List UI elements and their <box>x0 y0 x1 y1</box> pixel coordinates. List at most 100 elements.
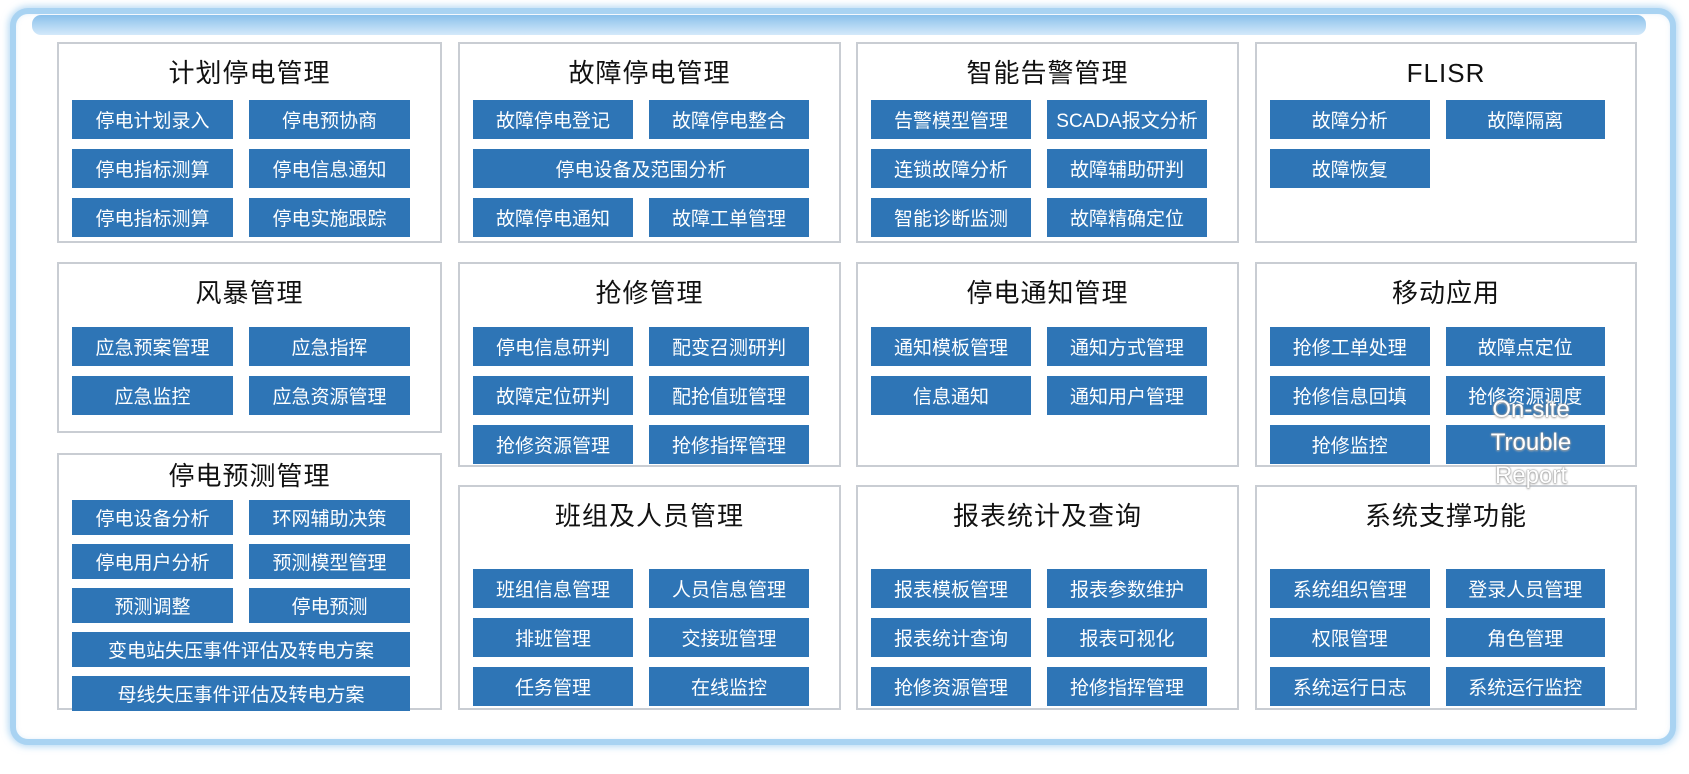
panel-title: 报表统计及查询 <box>952 501 1142 531</box>
module-button[interactable]: 故障分析 <box>1270 100 1430 139</box>
module-button[interactable]: 抢修指挥管理 <box>1047 667 1207 706</box>
module-button[interactable]: 在线监控 <box>649 667 809 706</box>
module-button[interactable]: 权限管理 <box>1270 618 1430 657</box>
module-button[interactable]: 通知模板管理 <box>871 327 1031 366</box>
module-button[interactable]: 停电信息研判 <box>473 327 633 366</box>
panel-repair-management: 抢修管理 停电信息研判配变召测研判故障定位研判配抢值班管理抢修资源管理抢修指挥管… <box>458 262 841 467</box>
module-button[interactable]: 通知方式管理 <box>1047 327 1207 366</box>
module-button[interactable]: 故障停电通知 <box>473 198 633 237</box>
module-button[interactable]: 停电用户分析 <box>72 544 233 579</box>
button-grid: 报表模板管理报表参数维护报表统计查询报表可视化抢修资源管理抢修指挥管理 <box>871 569 1207 706</box>
module-button[interactable]: 故障停电登记 <box>473 100 633 139</box>
button-grid: 故障分析故障隔离故障恢复 <box>1270 100 1605 188</box>
button-grid: 抢修工单处理故障点定位抢修信息回填抢修资源调度抢修监控 <box>1270 327 1605 464</box>
module-button[interactable]: 停电计划录入 <box>72 100 233 139</box>
panel-fault-outage-management: 故障停电管理 故障停电登记故障停电整合停电设备及范围分析故障停电通知故障工单管理 <box>458 42 841 243</box>
module-button[interactable]: 故障工单管理 <box>649 198 809 237</box>
panel-planned-outage-management: 计划停电管理 停电计划录入停电预协商停电指标测算停电信息通知停电指标测算停电实施… <box>57 42 442 243</box>
panel-title: 系统支撑功能 <box>1364 501 1527 531</box>
panel-title: 停电预测管理 <box>168 461 331 491</box>
panel-title: 抢修管理 <box>595 278 704 308</box>
module-button[interactable]: 抢修信息回填 <box>1270 376 1430 415</box>
panel-mobile-application: 移动应用 抢修工单处理故障点定位抢修信息回填抢修资源调度抢修监控 <box>1255 262 1637 467</box>
module-button[interactable]: 报表可视化 <box>1047 618 1207 657</box>
module-button[interactable]: 停电预测 <box>249 588 410 623</box>
module-button[interactable]: 连锁故障分析 <box>871 149 1031 188</box>
module-button[interactable]: 停电设备分析 <box>72 500 233 535</box>
module-button[interactable]: 交接班管理 <box>649 618 809 657</box>
module-button[interactable]: 故障恢复 <box>1270 149 1430 188</box>
button-grid: 班组信息管理人员信息管理排班管理交接班管理任务管理在线监控 <box>473 569 809 706</box>
button-grid: 通知模板管理通知方式管理信息通知通知用户管理 <box>871 327 1207 415</box>
button-grid: 告警模型管理 SCADA报文分析连锁故障分析故障辅助研判智能诊断监测故障精确定位 <box>871 100 1207 237</box>
module-button[interactable]: 停电实施跟踪 <box>249 198 410 237</box>
module-button[interactable]: 故障定位研判 <box>473 376 633 415</box>
module-button[interactable]: 应急监控 <box>72 376 233 415</box>
panel-intelligent-alarm-management: 智能告警管理 告警模型管理 SCADA报文分析连锁故障分析故障辅助研判智能诊断监测… <box>856 42 1239 243</box>
panel-title: FLISR <box>1406 58 1486 88</box>
module-button[interactable]: 人员信息管理 <box>649 569 809 608</box>
panel-title: 智能告警管理 <box>966 58 1129 88</box>
module-button[interactable]: 系统组织管理 <box>1270 569 1430 608</box>
module-button[interactable]: 通知用户管理 <box>1047 376 1207 415</box>
module-button[interactable]: 报表参数维护 <box>1047 569 1207 608</box>
panel-title: 故障停电管理 <box>568 58 731 88</box>
module-button[interactable]: 应急预案管理 <box>72 327 233 366</box>
module-button[interactable]: 报表模板管理 <box>871 569 1031 608</box>
panel-outage-forecast-management: 停电预测管理 停电设备分析环网辅助决策停电用户分析预测模型管理预测调整停电预测变… <box>57 453 442 711</box>
module-button[interactable]: 故障精确定位 <box>1047 198 1207 237</box>
module-button[interactable]: 抢修工单处理 <box>1270 327 1430 366</box>
button-grid: 故障停电登记故障停电整合停电设备及范围分析故障停电通知故障工单管理 <box>473 100 809 237</box>
panel-title: 风暴管理 <box>195 278 304 308</box>
blank-module-button[interactable] <box>1445 425 1605 464</box>
panel-title: 移动应用 <box>1391 278 1500 308</box>
module-button[interactable]: 故障点定位 <box>1445 327 1605 366</box>
module-button[interactable]: 配抢值班管理 <box>649 376 809 415</box>
module-button[interactable]: 预测模型管理 <box>249 544 410 579</box>
panel-flisr: FLISR 故障分析故障隔离故障恢复 <box>1255 42 1637 243</box>
panel-storm-management: 风暴管理 应急预案管理应急指挥应急监控应急资源管理 <box>57 262 442 433</box>
module-button[interactable]: 报表统计查询 <box>871 618 1031 657</box>
module-button[interactable]: 信息通知 <box>871 376 1031 415</box>
module-button[interactable]: 智能诊断监测 <box>871 198 1031 237</box>
module-button[interactable]: 系统运行日志 <box>1270 667 1430 706</box>
module-button[interactable]: 停电预协商 <box>249 100 410 139</box>
module-button[interactable]: 登录人员管理 <box>1445 569 1605 608</box>
button-grid: 停电信息研判配变召测研判故障定位研判配抢值班管理抢修资源管理抢修指挥管理 <box>473 327 809 464</box>
module-button[interactable]: 应急资源管理 <box>249 376 410 415</box>
module-button[interactable]: 角色管理 <box>1445 618 1605 657</box>
module-button[interactable]: SCADA报文分析 <box>1047 100 1207 139</box>
module-button[interactable]: 班组信息管理 <box>473 569 633 608</box>
module-button[interactable]: 抢修资源管理 <box>473 425 633 464</box>
module-button[interactable]: 故障辅助研判 <box>1047 149 1207 188</box>
module-button[interactable]: 故障停电整合 <box>649 100 809 139</box>
module-button[interactable]: 排班管理 <box>473 618 633 657</box>
module-button[interactable]: 配变召测研判 <box>649 327 809 366</box>
module-button[interactable]: 任务管理 <box>473 667 633 706</box>
panel-report-statistics-query: 报表统计及查询 报表模板管理报表参数维护报表统计查询报表可视化抢修资源管理抢修指… <box>856 485 1239 710</box>
module-button[interactable]: 应急指挥 <box>249 327 410 366</box>
module-button[interactable]: 母线失压事件评估及转电方案 <box>72 676 410 711</box>
module-button[interactable]: 变电站失压事件评估及转电方案 <box>72 632 410 667</box>
module-button[interactable]: 故障隔离 <box>1445 100 1605 139</box>
module-button[interactable]: 抢修指挥管理 <box>649 425 809 464</box>
module-button[interactable]: 停电信息通知 <box>249 149 410 188</box>
module-button[interactable]: 停电指标测算 <box>72 149 233 188</box>
panel-team-personnel-management: 班组及人员管理 班组信息管理人员信息管理排班管理交接班管理任务管理在线监控 <box>458 485 841 710</box>
module-button[interactable]: 预测调整 <box>72 588 233 623</box>
frame-top-highlight <box>32 15 1646 35</box>
module-button[interactable]: 停电指标测算 <box>72 198 233 237</box>
panel-title: 计划停电管理 <box>168 58 331 88</box>
module-button[interactable]: 抢修资源调度 <box>1445 376 1605 415</box>
module-button[interactable]: 抢修监控 <box>1270 425 1430 464</box>
panel-title: 班组及人员管理 <box>554 501 744 531</box>
panel-outage-notification-management: 停电通知管理 通知模板管理通知方式管理信息通知通知用户管理 <box>856 262 1239 467</box>
module-button[interactable]: 告警模型管理 <box>871 100 1031 139</box>
module-button[interactable]: 停电设备及范围分析 <box>473 149 809 188</box>
module-button[interactable]: 抢修资源管理 <box>871 667 1031 706</box>
button-grid: 应急预案管理应急指挥应急监控应急资源管理 <box>72 327 410 415</box>
button-grid: 停电计划录入停电预协商停电指标测算停电信息通知停电指标测算停电实施跟踪 <box>72 100 410 237</box>
module-button[interactable]: 环网辅助决策 <box>249 500 410 535</box>
module-button[interactable]: 系统运行监控 <box>1445 667 1605 706</box>
button-grid: 停电设备分析环网辅助决策停电用户分析预测模型管理预测调整停电预测变电站失压事件评… <box>72 500 410 711</box>
